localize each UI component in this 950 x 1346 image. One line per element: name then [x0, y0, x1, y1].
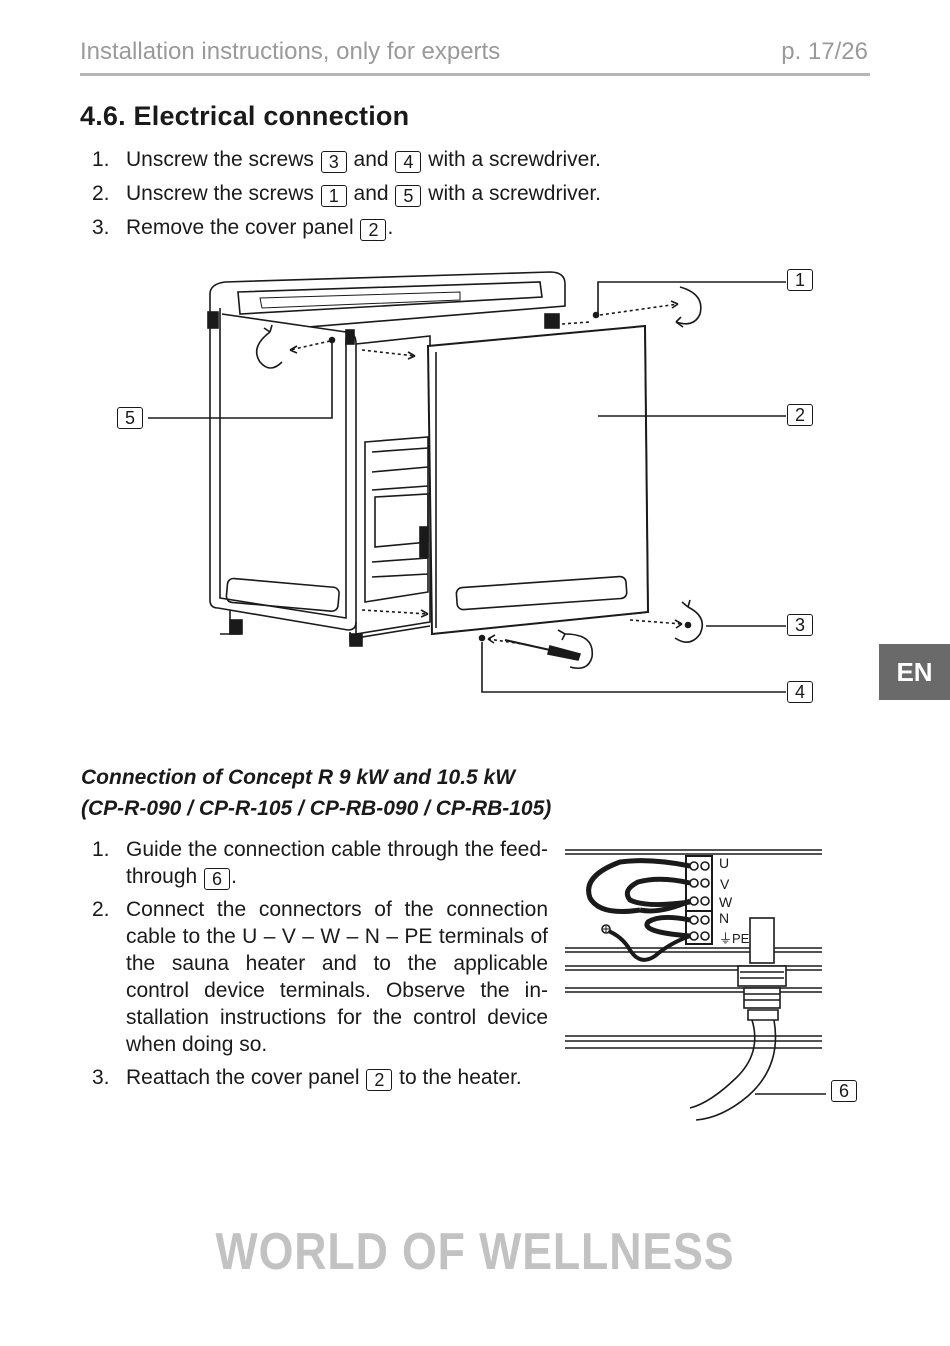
step-number: 3.	[92, 1066, 110, 1089]
reference-box: 5	[395, 185, 422, 207]
heater-cover-diagram	[148, 271, 786, 693]
terminal-connection-diagram	[565, 849, 826, 1121]
callout-6: 6	[831, 1080, 857, 1102]
reference-box: 2	[360, 219, 387, 241]
ground-icon: ⏚	[719, 931, 733, 946]
list-item: 1. Guide the connection cable through th…	[92, 838, 548, 890]
list-item: 3. Reattach the cover panel 2 to the hea…	[92, 1066, 522, 1091]
step-number: 2.	[92, 898, 110, 921]
list-item: 2. Connect the connectors of the connect…	[92, 898, 548, 1056]
language-tab: EN	[879, 644, 950, 700]
terminal-label-u: U	[719, 855, 730, 871]
connection-steps-list: 1. Guide the connection cable through th…	[92, 836, 548, 1097]
reference-box: 6	[204, 868, 231, 890]
list-item: 2. Unscrew the screws 1 and 5 with a scr…	[92, 182, 601, 207]
callout-4: 4	[787, 681, 813, 703]
callout-1: 1	[787, 269, 813, 291]
step-number: 2.	[92, 182, 110, 205]
callout-5: 5	[117, 407, 143, 429]
terminal-label-n: N	[719, 910, 730, 926]
removal-steps-list: 1. Unscrew the screws 3 and 4 with a scr…	[92, 146, 601, 248]
reference-box: 1	[320, 185, 347, 207]
reference-box: 3	[320, 151, 347, 173]
connection-title: Connection of Concept R 9 kW and 10.5 kW…	[81, 766, 552, 820]
terminal-label-w: W	[719, 894, 733, 910]
reference-box: 4	[395, 151, 422, 173]
callout-2: 2	[787, 404, 813, 426]
list-item: 1. Unscrew the screws 3 and 4 with a scr…	[92, 148, 601, 173]
step-number: 1.	[92, 148, 110, 171]
step-number: 3.	[92, 216, 110, 239]
page-number: p. 17/26	[781, 38, 868, 65]
step-number: 1.	[92, 838, 110, 861]
brand-logo: WORLD OF WELLNESS	[215, 1223, 735, 1281]
callout-3: 3	[787, 614, 813, 636]
reference-box: 2	[366, 1069, 393, 1091]
header-title: Installation instructions, only for expe…	[80, 38, 501, 65]
header-divider	[80, 73, 870, 76]
section-title: 4.6. Electrical connection	[80, 101, 410, 131]
list-item: 3. Remove the cover panel 2.	[92, 216, 394, 241]
terminal-label-pe: ⏚PE	[719, 931, 750, 946]
terminal-label-v: V	[720, 876, 730, 892]
